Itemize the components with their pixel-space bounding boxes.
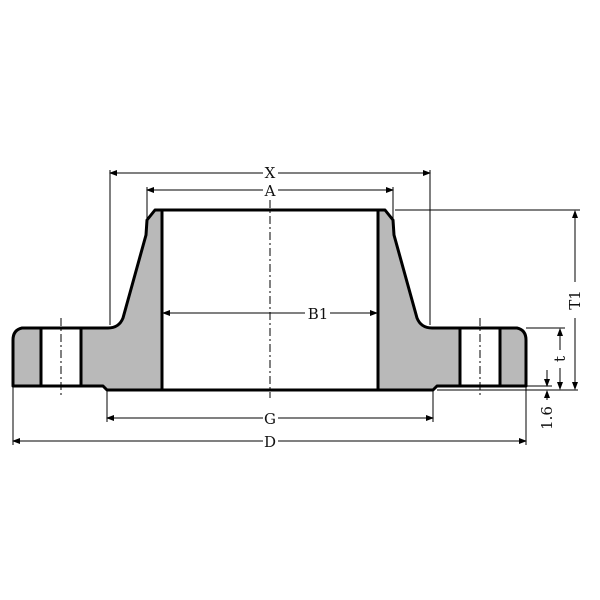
dimension-B1: B1 <box>162 305 378 323</box>
dimension-D: D <box>12 386 527 451</box>
dimension-G: G <box>106 390 434 428</box>
svg-text:1.6: 1.6 <box>538 406 556 430</box>
svg-text:B1: B1 <box>308 305 329 323</box>
dimension-raised-face: 1.6 <box>526 370 556 430</box>
svg-text:X: X <box>265 164 276 182</box>
dimension-X: X <box>109 164 431 325</box>
svg-text:t: t <box>551 356 569 362</box>
dimension-A: A <box>146 182 394 218</box>
flange-left-section <box>11 208 164 398</box>
dimension-t: t <box>437 327 578 391</box>
dimension-T1: T1 <box>395 209 584 390</box>
svg-text:D: D <box>264 433 276 451</box>
svg-text:A: A <box>264 182 276 200</box>
svg-text:G: G <box>264 410 276 428</box>
flange-right-section <box>376 208 528 398</box>
svg-text:T1: T1 <box>566 290 584 310</box>
